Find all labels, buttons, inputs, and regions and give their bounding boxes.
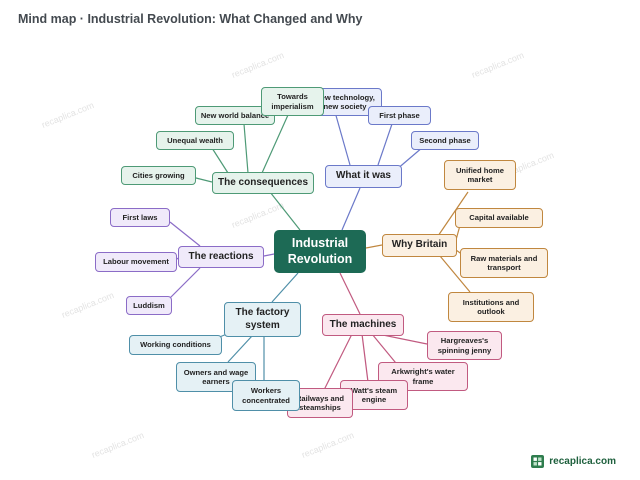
edge-reactions-child (169, 221, 201, 247)
edge-consequences-child (243, 123, 249, 174)
node-labour-movement[interactable]: Labour movement (95, 252, 177, 272)
node-spinning-jenny[interactable]: Hargreaves's spinning jenny (427, 331, 502, 360)
node-raw-materials-transport[interactable]: Raw materials and transport (460, 248, 548, 278)
edge-root-factory (271, 272, 299, 303)
edge-consequences-child (261, 114, 289, 174)
node-workers-concentrated[interactable]: Workers concentrated (232, 380, 300, 411)
branch-factory-system[interactable]: The factory system (224, 302, 301, 337)
edge-what-child (334, 111, 351, 166)
node-institutions-outlook[interactable]: Institutions and outlook (448, 292, 534, 322)
node-new-world-balance[interactable]: New world balance (195, 106, 275, 125)
node-unified-home-market[interactable]: Unified home market (444, 160, 516, 190)
edge-why-child (439, 255, 471, 293)
edge-machines-child (323, 333, 353, 391)
edge-consequences-child (211, 147, 229, 174)
branch-the-machines[interactable]: The machines (322, 314, 404, 336)
node-first-phase[interactable]: First phase (368, 106, 431, 125)
node-first-laws[interactable]: First laws (110, 208, 170, 227)
edge-root-reactions (263, 253, 275, 257)
node-towards-imperialism[interactable]: Towards imperialism (261, 87, 324, 116)
branch-what-it-was[interactable]: What it was (325, 165, 402, 188)
edge-what-child (377, 123, 393, 166)
brand-footer[interactable]: recaplica.com (531, 455, 616, 468)
edge-why-child (437, 191, 469, 237)
node-luddism[interactable]: Luddism (126, 296, 172, 315)
recaplica-logo-icon (531, 455, 545, 468)
node-working-conditions[interactable]: Working conditions (129, 335, 222, 355)
node-second-phase[interactable]: Second phase (411, 131, 479, 150)
brand-name: recaplica.com (549, 456, 616, 467)
node-cities-growing[interactable]: Cities growing (121, 166, 196, 185)
edge-root-consequences (269, 191, 301, 231)
branch-the-reactions[interactable]: The reactions (178, 246, 264, 268)
node-unequal-wealth[interactable]: Unequal wealth (156, 131, 234, 150)
edge-reactions-child (167, 267, 201, 301)
branch-the-consequences[interactable]: The consequences (212, 172, 314, 194)
page-title: Mind map · Industrial Revolution: What C… (18, 12, 363, 26)
edge-root-what (341, 187, 361, 231)
edge-factory-child (227, 335, 253, 363)
edge-root-machines (339, 272, 361, 315)
root-node[interactable]: Industrial Revolution (274, 230, 366, 273)
edge-machines-child (361, 333, 369, 383)
branch-why-britain[interactable]: Why Britain (382, 234, 457, 257)
node-capital-available[interactable]: Capital available (455, 208, 543, 228)
edge-root-why (365, 244, 383, 249)
